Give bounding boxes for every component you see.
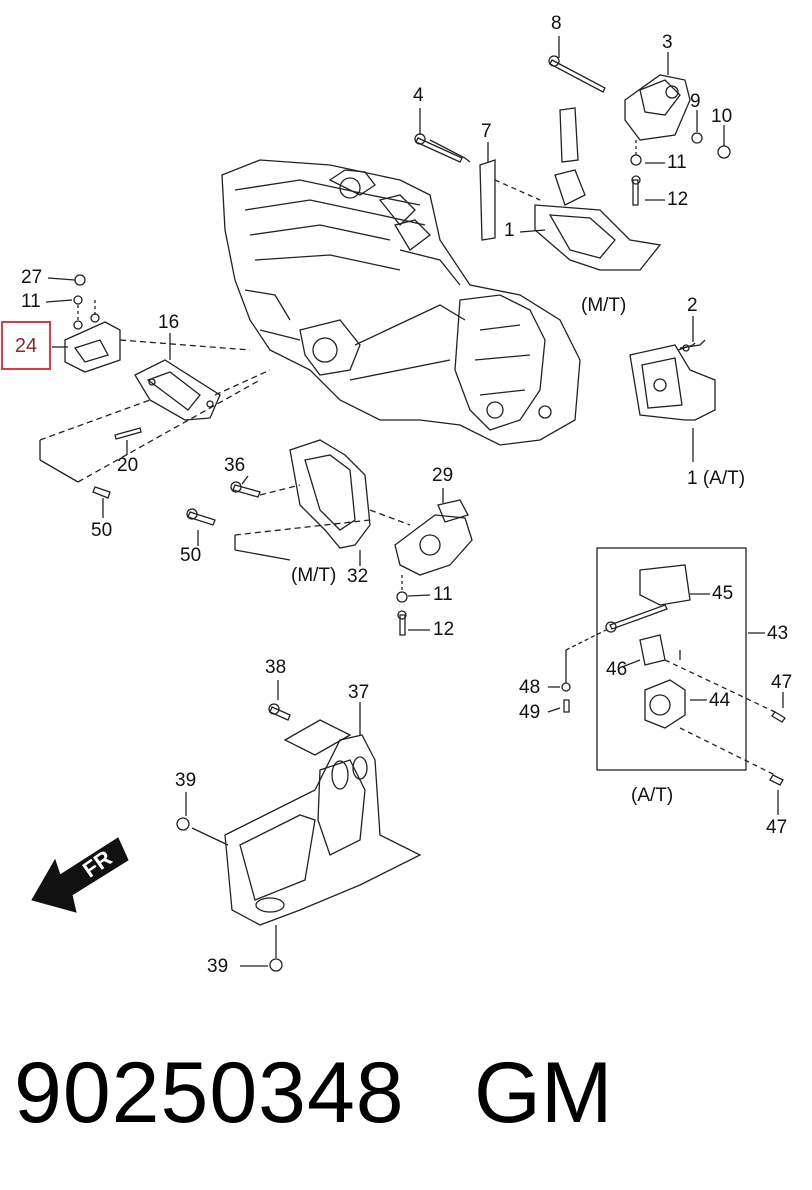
callout-8: 8 — [551, 13, 562, 34]
callout-44: 44 — [709, 690, 731, 711]
callout-50-mid: 50 — [180, 545, 202, 566]
highlighted-callout-box[interactable]: 24 — [1, 321, 51, 370]
callout-10: 10 — [711, 106, 733, 127]
mt-upper-mount — [429, 74, 691, 271]
callout-47-bottom: 47 — [766, 817, 788, 838]
callout-36: 36 — [224, 455, 246, 476]
callout-20: 20 — [117, 455, 139, 476]
callout-12-mid: 12 — [433, 619, 455, 640]
callout-11-top: 11 — [667, 152, 687, 173]
label-mt-lower: (M/T) — [291, 565, 337, 586]
label-at-mount: 1 (A/T) — [687, 468, 746, 489]
callout-11-left: 11 — [21, 291, 41, 312]
callout-4: 4 — [413, 85, 424, 106]
callout-29: 29 — [432, 465, 454, 486]
callout-7: 7 — [481, 121, 492, 142]
callout-46: 46 — [606, 659, 628, 680]
callout-48: 48 — [519, 677, 541, 698]
front-direction-arrow — [31, 837, 129, 913]
splash-shield — [176, 703, 422, 972]
callout-27: 27 — [21, 267, 43, 288]
callout-39-top: 39 — [175, 770, 197, 791]
callout-37: 37 — [348, 682, 370, 703]
callout-3: 3 — [662, 32, 673, 53]
callout-47-top: 47 — [771, 672, 793, 693]
at-rear-mount-box — [561, 547, 786, 786]
callout-1-mt: 1 — [504, 220, 515, 241]
brand-name: GM — [474, 1045, 613, 1141]
callout-12-top: 12 — [667, 189, 689, 210]
callout-43: 43 — [767, 623, 789, 644]
callout-11-mid: 11 — [433, 584, 453, 605]
callout-45: 45 — [712, 583, 734, 604]
engine-assembly — [221, 159, 581, 446]
mt-lower-bracket — [186, 439, 473, 636]
callout-38: 38 — [265, 657, 287, 678]
at-mount-plate — [629, 339, 716, 421]
callout-16: 16 — [158, 312, 180, 333]
leader-lines — [45, 36, 784, 967]
fasteners-top — [414, 55, 731, 206]
callout-39-bottom: 39 — [207, 956, 229, 977]
callout-32: 32 — [347, 566, 369, 587]
callout-50-left: 50 — [91, 520, 113, 541]
callout-49: 49 — [519, 702, 541, 723]
label-mt-upper: (M/T) — [581, 295, 627, 316]
part-number: 90250348 — [14, 1045, 405, 1141]
label-at-box: (A/T) — [631, 785, 674, 806]
callout-2: 2 — [687, 295, 698, 316]
highlighted-callout-label: 24 — [14, 335, 38, 357]
callout-9: 9 — [690, 91, 701, 112]
